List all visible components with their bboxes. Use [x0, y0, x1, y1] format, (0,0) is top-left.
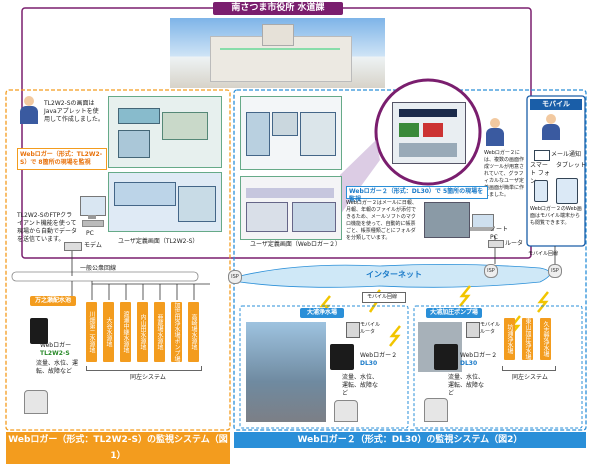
footer-right: Webロガー２（形式：DL30）の監視システム（図2） [234, 432, 586, 448]
mobile-router-label-1: モバイル ルータ [360, 322, 381, 335]
callout-tl2w2: Webロガー（形式：TL2W2-S）で 8箇所の現場を監視 [17, 148, 107, 170]
callout-dl30: Webロガー２（形式：DL30）で 5箇所の現場を監視 [346, 186, 488, 203]
logger-label-left: Webロガー [40, 342, 72, 349]
same-system-bracket-left [86, 366, 202, 371]
site-right-3: 久志野浄水場 [540, 318, 551, 360]
logger-label-right-2: Webロガー２ [460, 352, 498, 359]
mobile-router-icon-1 [346, 322, 360, 338]
site-main-tag: 万之瀬配水池 [30, 296, 76, 306]
mobile-router-label-2: モバイル ルータ [480, 322, 501, 335]
tablet-label: タブレット [556, 162, 587, 169]
note-screen-tools: Webロガー２には、複数の画面作成ツールが用意されていて、グラフィカルなユーザ定… [484, 150, 525, 198]
pc-icon [80, 196, 106, 227]
operator-avatar-right [484, 118, 506, 146]
router-icon [488, 240, 504, 248]
site-left-3: 渡瀬中継水源地 [120, 302, 131, 362]
mobile-router-icon-2 [466, 322, 480, 338]
same-system-right: 同左システム [512, 374, 548, 381]
public-line-label: 一般公衆回線 [80, 265, 117, 272]
same-system-bracket-right [502, 366, 556, 371]
city-hall-title: 南さつま市役所 水道課 [213, 2, 343, 15]
notebook-pc-icon [470, 214, 494, 232]
site-right-2: 東山加圧浄水場 [522, 318, 533, 360]
site-left-1: 川畑第二水源地 [86, 302, 97, 362]
logger-dl30-icon-2 [434, 344, 458, 370]
site2-tag: 大浦加圧ポンプ場 [426, 308, 482, 318]
logger-model-right-1: DL30 [360, 360, 378, 367]
note-ftp: TL2W2-SのFTPクライアント機能を使って現場から自動でデータを送信ています… [17, 212, 78, 243]
mobile-note: Webロガー２のWeb画面はモバイル端末からも閲覧できます。 [530, 206, 582, 226]
mobile-line-box: モバイル回線 [362, 292, 406, 303]
isp-node-left: ISP [228, 270, 242, 284]
logger-model-right-2: DL30 [460, 360, 478, 367]
notebook-pc-label: ノート PC [490, 226, 509, 241]
data-label-left: 流量、水位、運転、故障など [36, 360, 79, 375]
note-mail: Webロガー２はメールに日報、月報、年報のファイルが添付できるため、メールソフト… [346, 200, 417, 241]
screen-caption-right: ユーザ定義画面（Webロガー２） [250, 241, 341, 248]
site-left-6: 加世田浄水場ポンプ場 [171, 302, 182, 362]
site-right-1: 坊浦浄水場 [504, 318, 515, 360]
logger-label-right-1: Webロガー２ [360, 352, 398, 359]
router-label: ルータ [505, 240, 524, 247]
tablet-icon [556, 178, 578, 204]
internet-label: インターネット [366, 270, 422, 279]
mobile-line-label: モバイル回線 [528, 251, 559, 257]
site1-photo [246, 322, 326, 422]
data-label-right-2: 流量、水位、運転、故障など [448, 374, 485, 397]
isp-node-mobile: ISP [548, 264, 562, 278]
pc-label: PC [86, 230, 94, 237]
city-hall-photo [170, 18, 385, 88]
site-photo-right [424, 202, 470, 238]
isp-node-right: ISP [484, 264, 498, 278]
modem-label: モデム [84, 242, 102, 249]
mail-icon [534, 150, 550, 161]
water-tank-right-2 [424, 398, 448, 422]
site-left-5: 亜蔵場水源地 [154, 302, 165, 362]
mobile-title: モバイル [530, 99, 582, 110]
site-left-2: 大谷水源地 [103, 302, 114, 362]
operator-avatar-left [18, 96, 40, 124]
site-left-7: 高崎場水源地 [188, 302, 199, 362]
same-system-left: 同左システム [130, 374, 166, 381]
logger-tl2w2-icon [30, 318, 48, 344]
modem-icon [64, 242, 82, 251]
magnified-screen [392, 102, 466, 164]
mail-notify-label: メール通知 [551, 151, 582, 158]
footer-left: Webロガー（形式：TL2W2-S）の監視システム（図1） [6, 432, 230, 464]
water-tank-left [24, 390, 48, 414]
site1-tag: 大浦浄水場 [300, 308, 344, 318]
water-tank-right-1 [334, 400, 358, 422]
mobile-user-avatar [540, 114, 562, 140]
note-java: TL2W2-Sの画面はJavaアプレットを使用して作成しました。 [44, 100, 104, 123]
screen-caption-left: ユーザ定義画面（TL2W2-S） [118, 238, 199, 245]
data-label-right-1: 流量、水位、運転、故障など [342, 374, 379, 397]
logger-dl30-icon-1 [330, 344, 354, 370]
smartphone-icon [534, 180, 548, 202]
smartphone-label: スマート フォン [530, 162, 550, 185]
site-left-4: 内山田水源地 [137, 302, 148, 362]
logger-model-left: TL2W2-S [40, 350, 70, 357]
